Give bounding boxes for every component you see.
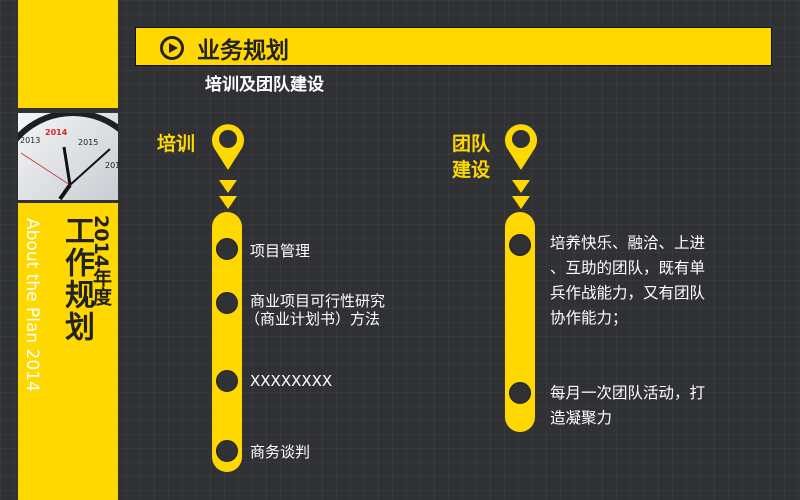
svg-text:2016: 2016 (105, 161, 118, 170)
page-title: 业务规划 (197, 38, 289, 64)
column-label-training: 培训 (157, 133, 196, 155)
sidebar-top-strip (18, 0, 118, 108)
timeline-dot (509, 382, 531, 404)
timeline-dot (509, 234, 531, 256)
arrow-down-icon (512, 196, 530, 209)
sidebar-strip (18, 203, 118, 500)
list-item: 商务谈判 (250, 443, 311, 461)
list-item: 项目管理 (250, 242, 311, 260)
clock-image: 2013 2014 2015 2016 (18, 113, 118, 200)
list-item: XXXXXXXX (250, 372, 333, 390)
svg-text:2013: 2013 (20, 136, 40, 145)
map-pin-icon (212, 124, 244, 170)
sidebar-title: 工作规划 (59, 215, 94, 343)
timeline-dot (216, 238, 238, 260)
timeline-dot (216, 292, 238, 314)
column-label-team: 团队建设 (452, 133, 491, 181)
svg-text:2014: 2014 (45, 128, 68, 137)
play-circle-icon (160, 36, 184, 60)
list-item: 商业项目可行性研究 (250, 292, 386, 310)
arrow-down-icon (219, 180, 237, 193)
timeline-dot (216, 440, 238, 462)
arrow-down-icon (512, 180, 530, 193)
page-subtitle: 培训及团队建设 (205, 75, 324, 95)
timeline-dot (216, 370, 238, 392)
map-pin-icon (505, 124, 537, 170)
arrow-down-icon (219, 196, 237, 209)
svg-text:2015: 2015 (78, 138, 98, 147)
list-item: 每月一次团队活动，打造凝聚力 (550, 384, 706, 427)
sidebar-english: About the Plan 2014 (22, 218, 42, 392)
sidebar-year: 2014年度 (90, 215, 112, 306)
header-bar (135, 27, 772, 66)
list-item: 培养快乐、融洽、上进、互助的团队，既有单兵作战能力，又有团队协作能力； (550, 234, 706, 327)
list-item: （商业计划书）方法 (245, 310, 381, 328)
